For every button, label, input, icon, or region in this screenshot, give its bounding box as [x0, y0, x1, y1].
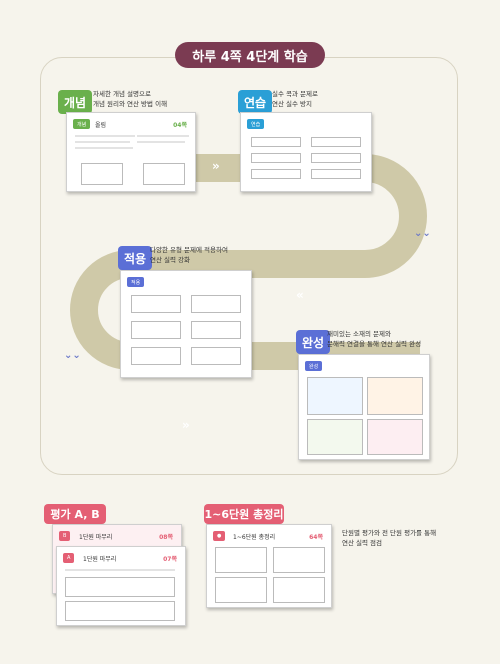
- step-desc-practice: 실수 콕과 문제로 연산 실수 방지: [272, 89, 318, 109]
- desc-line: 다양한 유형 문제에 적용하여: [150, 246, 228, 254]
- step-label-practice: 연습: [238, 90, 273, 114]
- step-desc-apply: 다양한 유형 문제에 적용하여 연산 실력 강화: [150, 245, 228, 265]
- chevron-down-icon: ⌄⌄: [414, 228, 431, 239]
- eval-label: 평가 A, B: [44, 504, 106, 524]
- desc-line: 개념 원리와 연산 방법 이해: [93, 100, 168, 108]
- desc-line: 단원별 평가와 전 단원 평가를 통해: [342, 529, 437, 537]
- card-title: 1~6단원 총정리: [233, 534, 276, 541]
- card-title: 1단원 마무리: [79, 534, 113, 541]
- chevron-left-icon: «: [296, 288, 304, 302]
- chevron-right-icon: »: [182, 418, 190, 432]
- desc-line: 자세한 개념 설명으로: [93, 90, 151, 98]
- card-tag: 연습: [247, 119, 265, 129]
- card-page: 04쪽: [173, 122, 187, 129]
- page-title: 하루 4쪽 4단계 학습: [175, 42, 325, 68]
- step-label-apply: 적용: [118, 246, 153, 270]
- card-tag: 개념: [73, 119, 91, 129]
- desc-line: 실수 콕과 문제로: [272, 90, 318, 98]
- desc-line: 문해력 연결을 통해 연산 실력 완성: [327, 340, 422, 348]
- step-label-complete: 완성: [296, 330, 331, 354]
- chevron-down-icon: ⌄⌄: [64, 350, 81, 361]
- road-path: [70, 154, 427, 370]
- practice-card: 연습: [240, 112, 372, 192]
- step-desc-complete: 재미있는 소재의 문제와 문해력 연결을 통해 연산 실력 완성: [327, 329, 421, 349]
- step-label-concept: 개념: [58, 90, 93, 114]
- card-tag: ●: [213, 531, 226, 541]
- total-card: ● 1~6단원 총정리 64쪽: [206, 524, 332, 608]
- card-page: 64쪽: [309, 534, 323, 541]
- card-tag: 적용: [127, 277, 145, 287]
- desc-line: 연산 실력 점검: [342, 539, 383, 547]
- eval-tag-a: A: [63, 553, 75, 563]
- card-tag: 완성: [305, 361, 323, 371]
- card-page: 07쪽: [163, 556, 177, 563]
- complete-card: 완성: [298, 354, 430, 460]
- card-title: 올림: [95, 122, 107, 129]
- desc-line: 재미있는 소재의 문제와: [327, 330, 391, 338]
- apply-card: 적용: [120, 270, 252, 378]
- concept-card: 개념 올림 04쪽: [66, 112, 196, 192]
- card-page: 08쪽: [159, 534, 173, 541]
- desc-line: 연산 실수 방지: [272, 100, 313, 108]
- chevron-right-icon: »: [212, 159, 220, 173]
- total-desc: 단원별 평가와 전 단원 평가를 통해 연산 실력 점검: [342, 528, 436, 548]
- step-desc-concept: 자세한 개념 설명으로 개념 원리와 연산 방법 이해: [93, 89, 167, 109]
- eval-tag-b: B: [59, 531, 71, 541]
- desc-line: 연산 실력 강화: [150, 256, 191, 264]
- total-label: 1~6단원 총정리: [204, 504, 284, 524]
- eval-card-a: A 1단원 마무리 07쪽: [56, 546, 186, 626]
- card-title: 1단원 마무리: [83, 556, 117, 563]
